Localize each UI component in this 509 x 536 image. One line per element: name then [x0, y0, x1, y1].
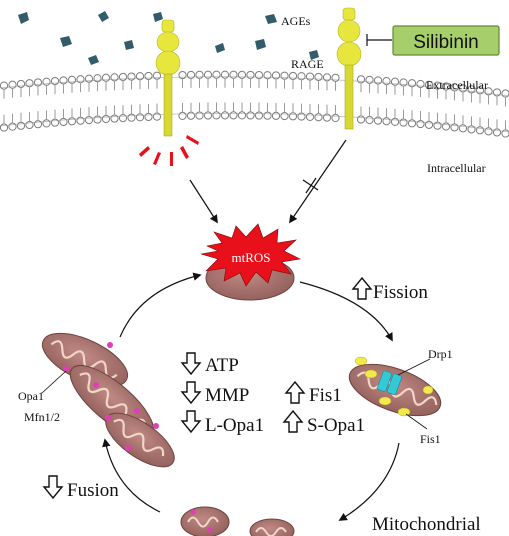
lipid-head: [152, 71, 162, 80]
mmp-down-arrow-icon: [180, 381, 202, 405]
lipid-head: [271, 111, 281, 120]
lipid-head: [237, 111, 247, 120]
lipid-head: [246, 70, 255, 80]
lipid-head: [118, 72, 128, 82]
lipid-head: [297, 72, 306, 81]
mtros-label: mtROS: [231, 250, 270, 265]
lipid-head: [288, 112, 298, 121]
drp1-ring: [377, 370, 402, 395]
lipid-head: [314, 113, 323, 122]
lipid-head: [135, 113, 145, 122]
opa1-markers: [63, 342, 159, 451]
l-opa1-down-arrow-icon: [180, 410, 202, 434]
s-opa1-label: S-Opa1: [307, 415, 365, 436]
lipid-head: [331, 113, 340, 123]
lipid-head: [254, 70, 264, 80]
ros-signal-rays: [139, 135, 199, 166]
lipid-head: [229, 70, 238, 79]
lipid-head: [305, 112, 315, 121]
fusion-down-arrow-icon: [42, 475, 64, 500]
drp1-pointer: [397, 358, 431, 376]
lipid-head: [203, 70, 213, 79]
ages-molecules: [18, 11, 319, 65]
silibinin-label: Silibinin: [413, 32, 478, 53]
fis1-center-label: Fis1: [309, 385, 342, 406]
lipid-head: [220, 70, 230, 79]
arc-fragments-to-fusion: [102, 438, 161, 513]
lipid-head: [280, 71, 289, 80]
lipid-head: [195, 111, 204, 120]
fission-indicator: Fission: [351, 276, 428, 303]
fusion-label: Fusion: [67, 480, 119, 501]
s-opa1-up-arrow-icon: [282, 409, 304, 433]
lipid-head: [280, 111, 289, 121]
l-opa1-label: L-Opa1: [205, 415, 264, 436]
fission-up-arrow-icon: [351, 276, 373, 300]
arc-fusion-to-ros: [119, 272, 202, 338]
lipid-head: [297, 112, 306, 121]
fusion-indicator: Fusion: [42, 475, 119, 501]
arrow-left-receptor-to-ros: [189, 179, 218, 224]
intracellular-label: Intracellular: [427, 161, 486, 175]
lipid-head: [220, 111, 230, 120]
arrow-right-receptor-to-ros: [289, 139, 347, 224]
lipid-head: [229, 111, 238, 120]
lipid-head: [127, 72, 136, 81]
mmp-label: MMP: [205, 385, 249, 406]
ages-label: AGEs: [281, 14, 311, 28]
silibinin-inhibition: [366, 34, 392, 46]
lipid-head: [212, 70, 221, 79]
lipid-head: [263, 71, 272, 80]
lipid-head: [322, 113, 332, 122]
fragmented-mitochondria: [180, 506, 295, 536]
lipid-head: [203, 111, 213, 120]
lipid-head: [195, 70, 204, 79]
fis1-markers: [354, 356, 434, 417]
lipid-head: [144, 71, 153, 81]
lipid-head: [186, 70, 196, 80]
lipid-head: [178, 111, 187, 120]
lipid-head: [263, 111, 272, 120]
arc-fission-to-fragments: [338, 442, 400, 521]
extracellular-label: Extracellular: [426, 78, 488, 92]
fis1-pointer: [405, 413, 428, 430]
drp1-label: Drp1: [428, 347, 453, 361]
cell-membrane: [0, 70, 509, 138]
lipid-head: [288, 71, 298, 81]
rage-receptor-left: [155, 19, 181, 137]
lipid-head: [178, 70, 187, 80]
arc-ros-to-fission: [299, 281, 393, 342]
lipid-head: [110, 73, 119, 82]
rage-label: RAGE: [291, 57, 324, 71]
rage-receptor-right: [336, 7, 362, 130]
lipid-head: [186, 111, 196, 120]
opa1-label: Opa1: [18, 389, 44, 403]
marker-list: ATP MMP Fis1 L-Opa1 S-Opa1: [180, 352, 365, 436]
atp-label: ATP: [205, 355, 239, 376]
silibinin-box: Silibinin: [392, 25, 500, 56]
lipid-head: [237, 70, 247, 79]
lipid-head: [246, 111, 255, 120]
lipid-head: [212, 111, 221, 120]
mitochondrial-label: Mitochondrial: [372, 514, 481, 535]
lipid-head: [305, 72, 315, 81]
mtros-burst: mtROS: [200, 223, 301, 287]
fis1-side-label: Fis1: [420, 432, 441, 446]
lipid-head: [135, 72, 145, 81]
opa1-pointer: [41, 370, 67, 394]
atp-down-arrow-icon: [180, 352, 202, 376]
lipid-head: [144, 112, 153, 122]
mfn-label: Mfn1/2: [24, 410, 60, 424]
fused-mitochondria: [41, 332, 175, 468]
dividing-mitochondrion: [348, 356, 442, 417]
lipid-head: [254, 111, 264, 120]
lipid-head: [152, 112, 162, 121]
blocked-cross-mark: [302, 177, 319, 194]
lipid-head: [271, 71, 281, 80]
fis1-up-arrow-icon: [284, 380, 306, 404]
fission-label: Fission: [373, 282, 428, 303]
